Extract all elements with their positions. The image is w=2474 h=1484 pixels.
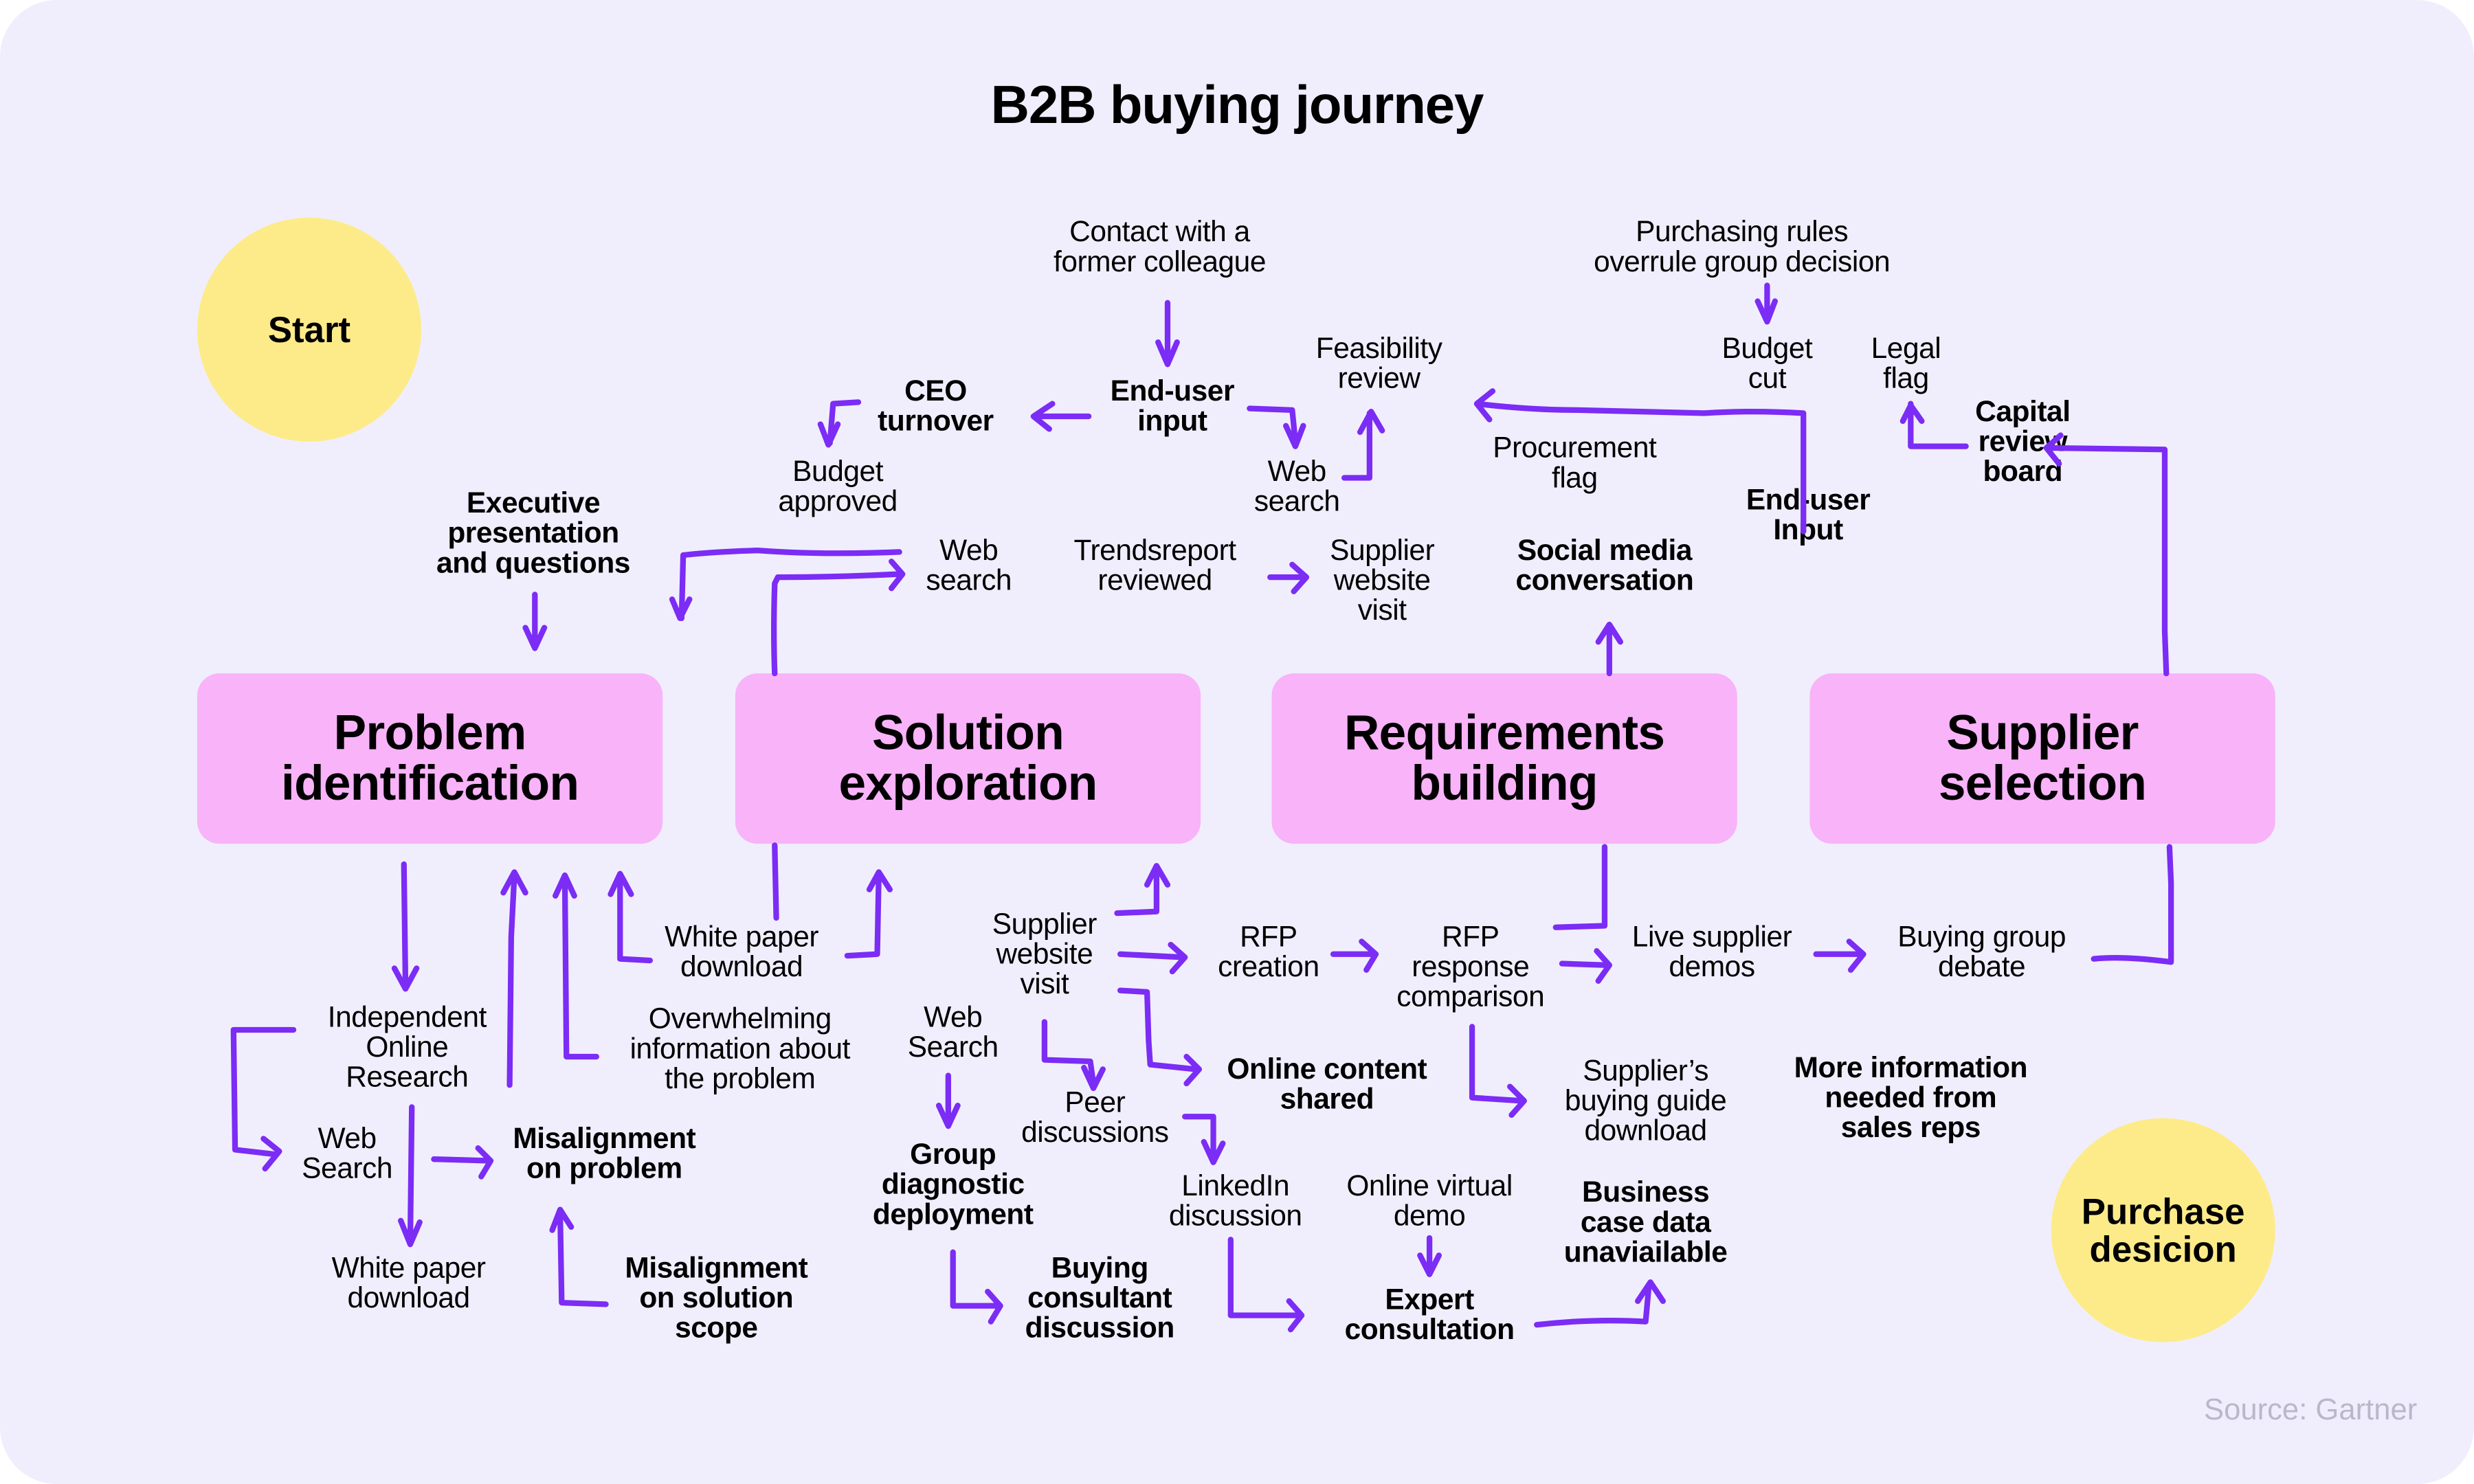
node-contact-colleague: Contact with a former colleague (1053, 214, 1266, 278)
node-online-content-shared: Online content shared (1227, 1052, 1427, 1115)
stage-supplier-selection: Supplier selection (1809, 673, 2275, 844)
node-budget-approved: Budget approved (778, 454, 898, 517)
arrow-solution-to-websearch (771, 559, 906, 677)
arrow-enduser-to-websearch (1247, 405, 1306, 449)
node-rfp-creation: RFP creation (1218, 919, 1319, 983)
node-end-user-input-right: End-user Input (1746, 482, 1871, 546)
arrow-suppliersite-to-solution (1114, 863, 1171, 917)
arrow-websearch-to-problem (669, 547, 902, 621)
arrow-rules-to-budgetcut (1754, 282, 1779, 325)
arrow-websearch-to-misalignment (431, 1145, 494, 1180)
node-supplier-website-visit-top: Supplier website visit (1330, 532, 1435, 627)
node-social-media-conversation: Social media conversation (1515, 532, 1694, 596)
start-label: Start (267, 308, 351, 350)
node-buying-group-debate: Buying group debate (1897, 919, 2066, 983)
arrow-group-to-consultant (950, 1249, 1003, 1325)
arrow-ceo-to-budget (817, 399, 862, 448)
arrow-debate-to-supplier (2091, 844, 2174, 965)
arrow-rfp-to-comparison (1330, 938, 1379, 973)
stage-requirements-building: Requirements building (1271, 673, 1737, 844)
arrow-requirements-line (1552, 844, 1608, 930)
node-white-paper-download-mid: White paper download (665, 919, 819, 983)
node-end-user-input-top: End-user input (1110, 374, 1235, 437)
node-purchasing-rules: Purchasing rules overrule group decision (1594, 214, 1891, 278)
start-node: Start (197, 217, 422, 442)
node-ceo-turnover: CEO turnover (878, 374, 994, 437)
node-group-diagnostic-deployment: Group diagnostic deployment (872, 1137, 1034, 1230)
node-budget-cut: Budget cut (1721, 331, 1813, 394)
arrow-demo-to-expert (1417, 1235, 1442, 1277)
arrow-enduser-right-to-feasibility (1473, 388, 1807, 535)
arrow-whitepaper-to-problem (608, 870, 654, 964)
node-web-search-bottom: Web Search (907, 1000, 999, 1064)
arrow-executive-to-problem (522, 592, 548, 651)
node-buying-consultant-discussion: Buying consultant discussion (1025, 1250, 1175, 1344)
arrow-comparison-to-demos (1559, 948, 1612, 984)
arrow-scope-to-misalignment (549, 1206, 609, 1307)
purchase-decision-node: Purchase desicion (2051, 1118, 2275, 1342)
arrow-linkedin-to-expert (1227, 1237, 1305, 1333)
arrow-suppliersite-to-rfp (1117, 941, 1188, 975)
node-overwhelming-information: Overwhelming information about the probl… (629, 1001, 851, 1095)
arrow-trends-to-supplier (1267, 561, 1310, 594)
node-executive-presentation: Executive presentation and questions (436, 486, 630, 579)
stage-solution-exploration: Solution exploration (735, 673, 1201, 844)
arrow-research-to-whitepaper (398, 1104, 423, 1248)
node-business-case-data-unavailable: Business case data unaviailable (1563, 1175, 1728, 1268)
arrow-solution-line (772, 842, 779, 921)
node-web-search-mid: Web search (926, 532, 1012, 596)
arrow-supplier-to-capital (2043, 432, 2170, 677)
stage-label: Solution exploration (838, 705, 1098, 811)
arrow-comparison-to-guide (1469, 1024, 1527, 1118)
node-trendsreport-reviewed: Trendsreport reviewed (1073, 532, 1237, 596)
node-white-paper-download-left: White paper download (331, 1250, 486, 1314)
node-more-information-needed: More information needed from sales reps (1794, 1050, 2028, 1144)
node-peer-discussions: Peer discussions (1021, 1085, 1169, 1149)
arrow-overwhelming-to-problem (553, 872, 599, 1060)
arrow-contact-to-enduser (1155, 300, 1180, 368)
node-web-search-top: Web search (1253, 454, 1340, 517)
arrow-capital-to-legal (1899, 401, 1969, 449)
node-rfp-response-comparison: RFP response comparison (1396, 919, 1545, 1013)
stage-problem-identification: Problem identification (197, 673, 663, 844)
node-procurement-flag: Procurement flag (1493, 430, 1657, 494)
node-independent-online-research: Independent Online Research (327, 1000, 487, 1093)
arrow-misalignment-to-problem (500, 869, 528, 1088)
node-legal-flag: Legal flag (1871, 331, 1941, 394)
stage-label: Supplier selection (1938, 705, 2147, 811)
arrow-websearch-to-group (935, 1072, 961, 1129)
node-live-supplier-demos: Live supplier demos (1631, 919, 1792, 983)
arrow-problem-to-research (391, 861, 420, 992)
arrow-research-to-websearch (230, 1026, 297, 1172)
node-web-search-left: Web Search (302, 1121, 393, 1184)
arrow-suppliersite-to-content (1117, 987, 1203, 1087)
arrow-websearch-to-feasibility (1341, 408, 1385, 481)
source-credit: Source: Gartner (2203, 1394, 2418, 1428)
node-online-virtual-demo: Online virtual demo (1346, 1168, 1513, 1232)
arrow-expert-to-businesscase (1534, 1279, 1667, 1328)
node-supplier-website-visit-bottom: Supplier website visit (992, 906, 1097, 1000)
node-feasibility-review: Feasibility review (1315, 331, 1442, 394)
arrow-requirements-to-social (1595, 621, 1624, 677)
arrow-demos-to-debate (1813, 938, 1866, 973)
node-misalignment-on-solution-scope: Misalignment on solution scope (625, 1250, 808, 1344)
arrow-whitepaper-to-solution (844, 869, 893, 959)
arrow-enduser-to-ceo (1030, 401, 1092, 432)
diagram-title: B2B buying journey (990, 76, 1484, 136)
stage-label: Problem identification (281, 705, 579, 811)
node-misalignment-on-problem: Misalignment on problem (513, 1121, 696, 1184)
node-expert-consultation: Expert consultation (1344, 1282, 1515, 1346)
node-linkedin-discussion: LinkedIn discussion (1168, 1168, 1302, 1232)
node-suppliers-buying-guide-download: Supplier’s buying guide download (1564, 1053, 1727, 1147)
arrow-suppliersite-to-peer (1041, 1019, 1106, 1092)
stage-label: Requirements building (1344, 705, 1665, 811)
purchase-decision-label: Purchase desicion (2081, 1191, 2245, 1270)
arrow-peer-to-linkedin (1182, 1114, 1226, 1165)
